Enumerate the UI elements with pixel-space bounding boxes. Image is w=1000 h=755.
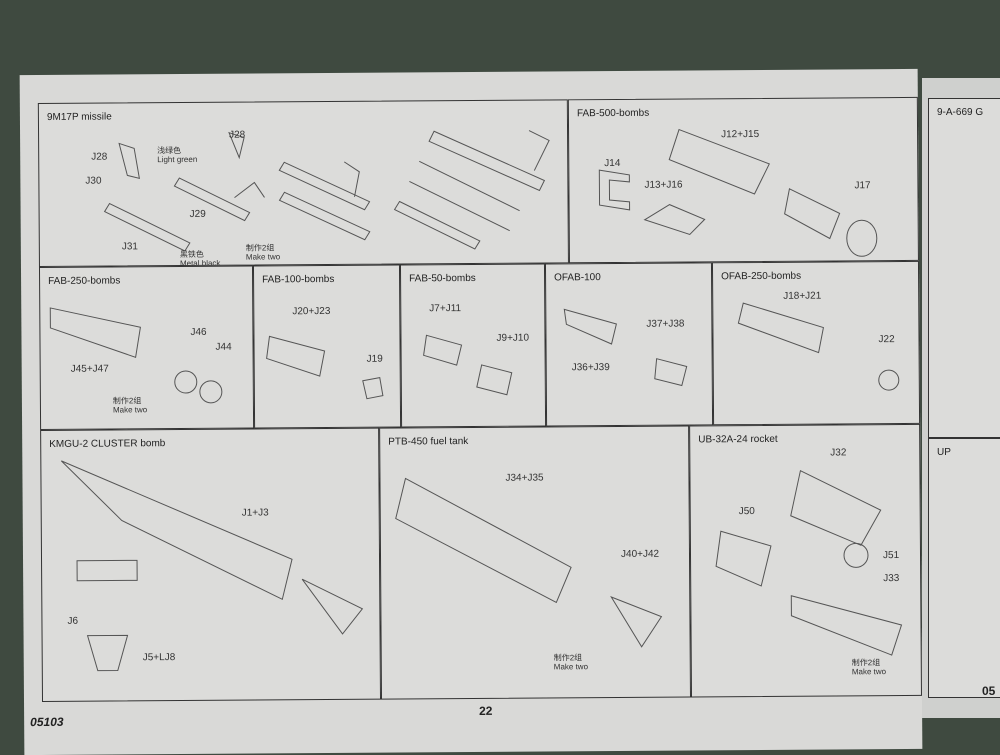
part-label: J51 [882,550,900,562]
part-label: J5+LJ8 [142,652,176,664]
panel-fab-500: FAB-500-bombs J12+J15 J14 J13+J16 J17 [567,96,919,264]
part-label: J20+J23 [292,305,331,318]
panel-fab-100: FAB-100-bombs J20+J23 J19 [252,264,402,429]
part-label: J12+J15 [721,128,760,141]
part-label: J13+J16 [644,179,683,191]
part-label: J9+J10 [496,332,530,344]
kit-code-right: 05 [982,684,996,698]
panel-title: UP [937,447,951,458]
page-number: 22 [479,703,493,718]
part-label: J28 [91,151,108,163]
panel-ofab-100: OFAB-100 J37+J38 J36+J39 [544,262,714,427]
panel-fab-50: FAB-50-bombs J7+J11 J9+J10 [399,263,547,428]
panel-fab-250: FAB-250-bombs J46 J44 J45+J47 制作2组 Make … [38,265,255,431]
panel-title: 9-A-669 G [937,107,984,118]
part-label: J40+J42 [620,548,660,560]
part-label: J28 [229,129,246,141]
part-label: J50 [738,506,755,518]
panel-ptb-450: PTB-450 fuel tank J34+J35 J40+J42 制作2组 M… [379,425,691,700]
part-label: J30 [85,175,102,187]
part-label: J44 [215,341,232,353]
part-label: J1+J3 [241,507,269,519]
missile-drawing [103,130,550,252]
panel-kmgu-2: KMGU-2 CLUSTER bomb J1+J3 J6 J5+LJ8 [40,427,382,703]
color-note: Light green [157,154,198,165]
part-label: J19 [366,353,383,365]
panel-9m17p-missile: 9M17P missile J28 J28 J30 J29 J31 浅绿色 Li… [37,99,569,268]
panel-right-bottom: UP [928,438,1000,698]
part-label: J32 [830,447,847,459]
part-label: J45+J47 [70,363,109,375]
panel-right-top: 9-A-669 G [928,98,1000,438]
make-note: Make two [245,252,281,262]
part-label: J37+J38 [646,318,685,330]
instruction-page-right: 9-A-669 G UP 05 [922,78,1000,718]
make-note: Make two [553,662,589,672]
instruction-page-left: 9M17P missile J28 J28 J30 J29 J31 浅绿色 Li… [19,68,923,755]
part-label: J7+J11 [429,303,462,315]
part-label: J46 [190,326,207,338]
make-note: Make two [851,667,887,677]
part-label: J18+J21 [783,290,822,302]
part-label: J17 [854,180,871,192]
part-label: J29 [189,208,206,220]
panel-ofab-250: OFAB-250-bombs J18+J21 J22 [711,260,921,426]
part-label: J6 [67,615,79,627]
part-label: J36+J39 [571,362,610,374]
part-label: J14 [604,157,621,170]
part-label: J22 [878,334,895,346]
make-note: Make two [112,405,148,415]
panel-ub-32a-24: UB-32A-24 rocket J32 J50 J51 J33 制作2组 Ma… [689,423,922,698]
part-label: J31 [121,241,139,253]
kit-code: 05103 [30,714,64,730]
part-label: J34+J35 [505,472,544,484]
part-label: J33 [883,573,900,585]
